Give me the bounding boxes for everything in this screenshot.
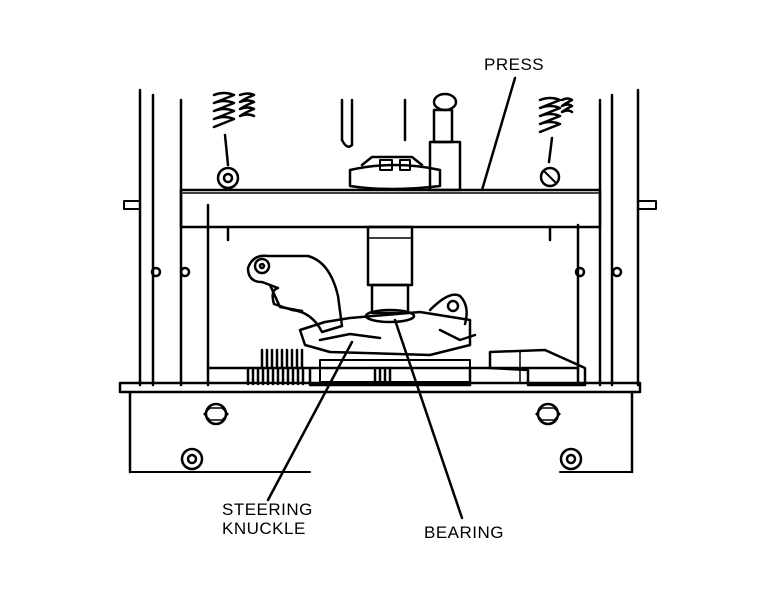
bearing-leader <box>393 318 464 520</box>
steering-knuckle-label-line1: STEERING <box>222 500 313 519</box>
press-leader <box>480 76 517 192</box>
steering-knuckle-label-line2: KNUCKLE <box>222 519 306 538</box>
press-lower-body <box>128 390 634 474</box>
press-cross-beam <box>123 188 657 242</box>
press-base-plate <box>118 348 642 394</box>
right-spring-hook <box>538 96 574 188</box>
lower-coil-springs <box>246 348 392 386</box>
left-press-column <box>138 88 210 387</box>
steering-knuckle-leader <box>266 340 354 502</box>
left-spring-hook <box>212 91 256 190</box>
bearing-label: BEARING <box>424 523 505 542</box>
right-press-column <box>574 88 640 387</box>
steering-knuckle-label: STEERING KNUCKLE <box>222 500 313 538</box>
steering-knuckle <box>246 254 477 357</box>
press-label: PRESS <box>484 55 545 74</box>
press-ram-top <box>340 92 462 192</box>
leader-lines <box>266 76 517 520</box>
press-ram <box>364 225 416 324</box>
